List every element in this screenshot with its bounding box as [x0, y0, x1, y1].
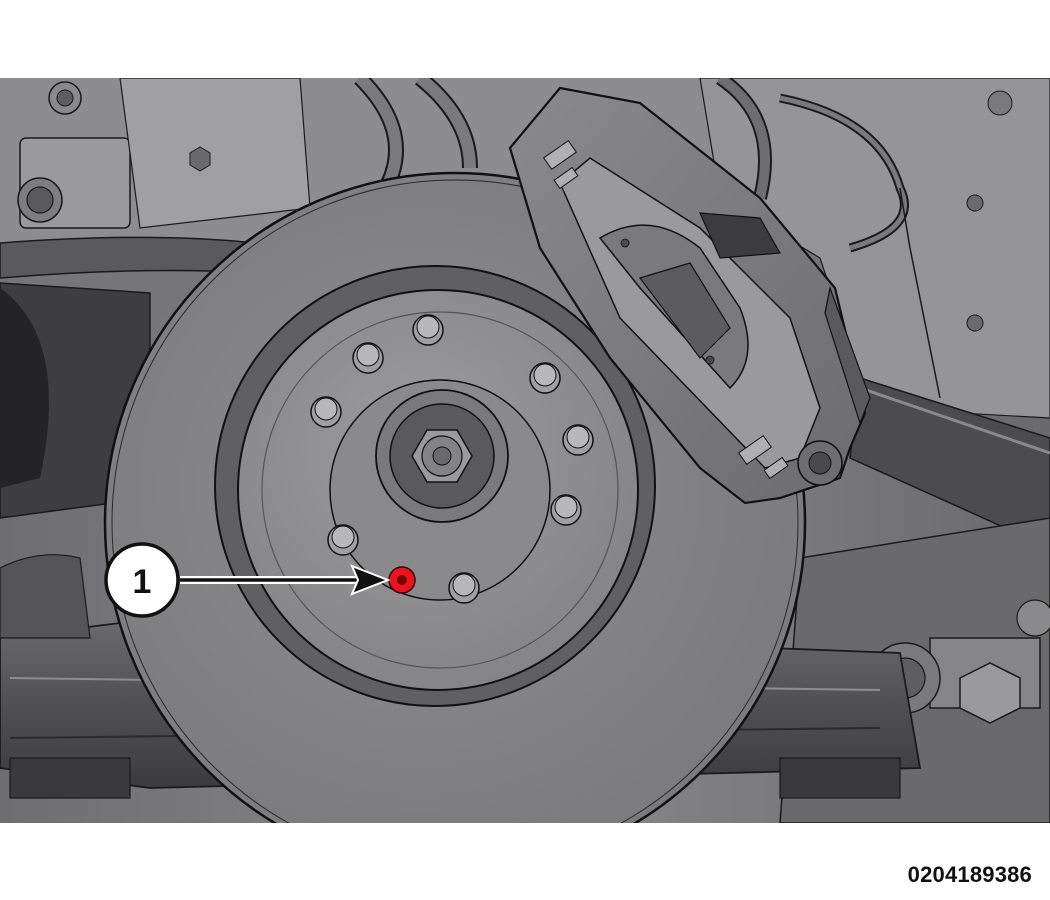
rotor-retaining-screw [388, 566, 416, 594]
figure-id: 0204189386 [907, 862, 1032, 887]
callout-arrowhead [350, 564, 391, 596]
wheel-stud [412, 314, 444, 346]
wheel-stud [448, 572, 480, 604]
wheel-studs [310, 314, 594, 604]
wheel-stud [550, 494, 582, 526]
wheel-stud [327, 524, 359, 556]
wheel-stud [529, 362, 561, 394]
callout-bubble [104, 542, 180, 618]
callout-1: 1 [104, 542, 391, 618]
wheel-stud [310, 396, 342, 428]
wheel-stud [352, 342, 384, 374]
brake-caliper [508, 86, 871, 505]
brake-rotor-illustration: 1 [0, 78, 1050, 823]
wheel-stud [562, 424, 594, 456]
callout-number: 1 [133, 563, 152, 601]
